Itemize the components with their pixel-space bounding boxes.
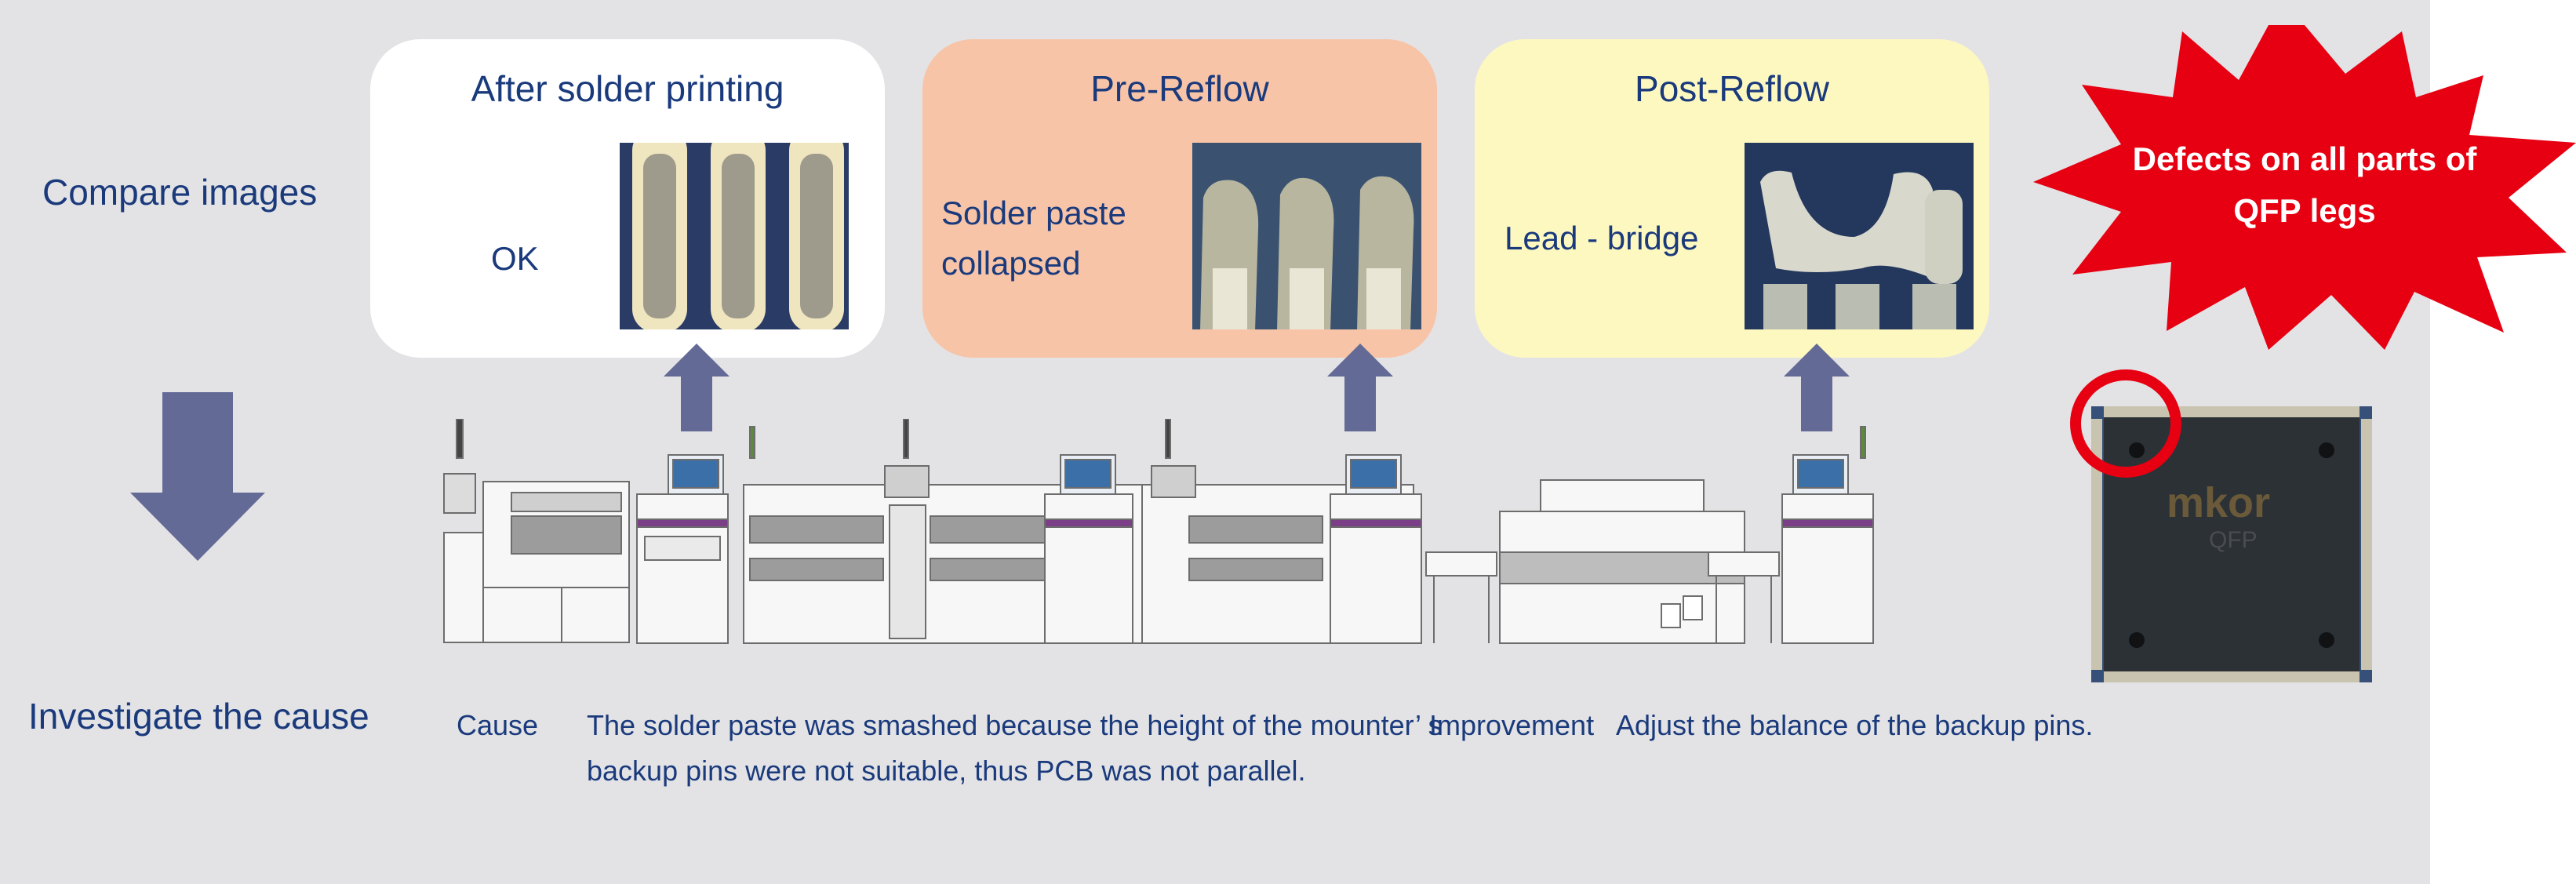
post-reflow-photo bbox=[1745, 143, 1974, 329]
reflow-oven bbox=[1499, 479, 1745, 644]
card-result-label: Lead - bridge bbox=[1504, 220, 1699, 256]
qfp-chip-photo: mkor QFP bbox=[2091, 406, 2372, 682]
pre-reflow-photo bbox=[1192, 143, 1421, 329]
up-arrow-icon bbox=[1784, 344, 1850, 431]
inspection-machine-2 bbox=[1044, 454, 1133, 644]
defect-callout-burst: Defects on all parts of QFP legs bbox=[2033, 25, 2576, 350]
up-arrow-icon bbox=[664, 344, 730, 431]
card-post-reflow: Post-Reflow Lead - bridge bbox=[1475, 39, 1989, 358]
cause-text-line2: backup pins were not suitable, thus PCB … bbox=[587, 755, 1306, 787]
compare-images-label: Compare images bbox=[42, 172, 318, 213]
red-circle-highlight bbox=[2070, 369, 2181, 478]
improvement-text: Adjust the balance of the backup pins. bbox=[1616, 709, 2094, 741]
down-arrow-icon bbox=[130, 392, 265, 561]
cause-text-line1: The solder paste was smashed because the… bbox=[587, 709, 1443, 741]
inspection-machine-4 bbox=[1781, 426, 1874, 644]
investigate-cause-label: Investigate the cause bbox=[28, 696, 369, 737]
defect-callout-line1: Defects on all parts of bbox=[2132, 140, 2477, 177]
card-after-solder-printing: After solder printing OK bbox=[370, 39, 885, 358]
cause-label: Cause bbox=[457, 709, 539, 741]
chip-marking-logo: mkor bbox=[2167, 479, 2271, 526]
card-title: After solder printing bbox=[471, 68, 784, 109]
card-result-label: OK bbox=[491, 240, 539, 277]
inspection-machine-3 bbox=[1330, 454, 1422, 644]
card-title: Pre-Reflow bbox=[1090, 68, 1269, 109]
solder-print-photo bbox=[620, 143, 849, 329]
chip-marking-code: QFP bbox=[2209, 527, 2258, 553]
defect-callout-line2: QFP legs bbox=[2233, 192, 2376, 229]
printer-machine bbox=[443, 419, 630, 643]
card-result-label-line1: Solder paste bbox=[941, 195, 1126, 231]
up-arrow-icon bbox=[1327, 344, 1393, 431]
smt-production-line-illustration bbox=[443, 419, 1874, 644]
inspection-machine-1 bbox=[636, 426, 755, 644]
card-pre-reflow: Pre-Reflow Solder paste collapsed bbox=[922, 39, 1437, 358]
card-result-label-line2: collapsed bbox=[941, 245, 1081, 282]
card-title: Post-Reflow bbox=[1635, 68, 1829, 109]
improvement-label: Improvement bbox=[1429, 709, 1595, 741]
